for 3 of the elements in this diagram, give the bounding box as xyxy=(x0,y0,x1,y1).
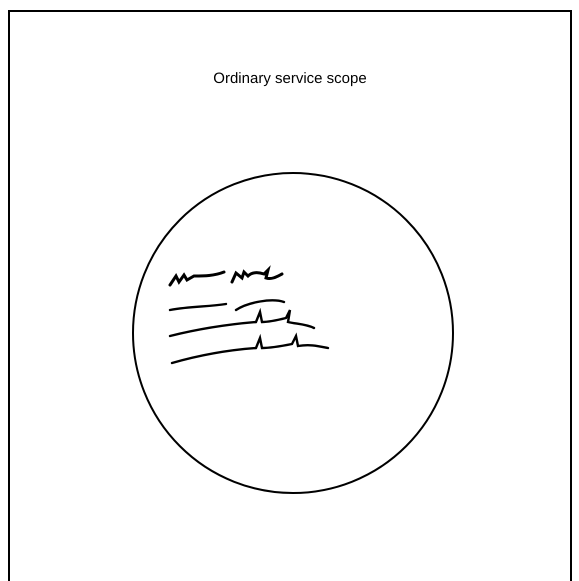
heading-text: Ordinary service scope xyxy=(212,70,368,87)
circle-outline xyxy=(132,172,454,494)
frame-box xyxy=(8,10,572,581)
